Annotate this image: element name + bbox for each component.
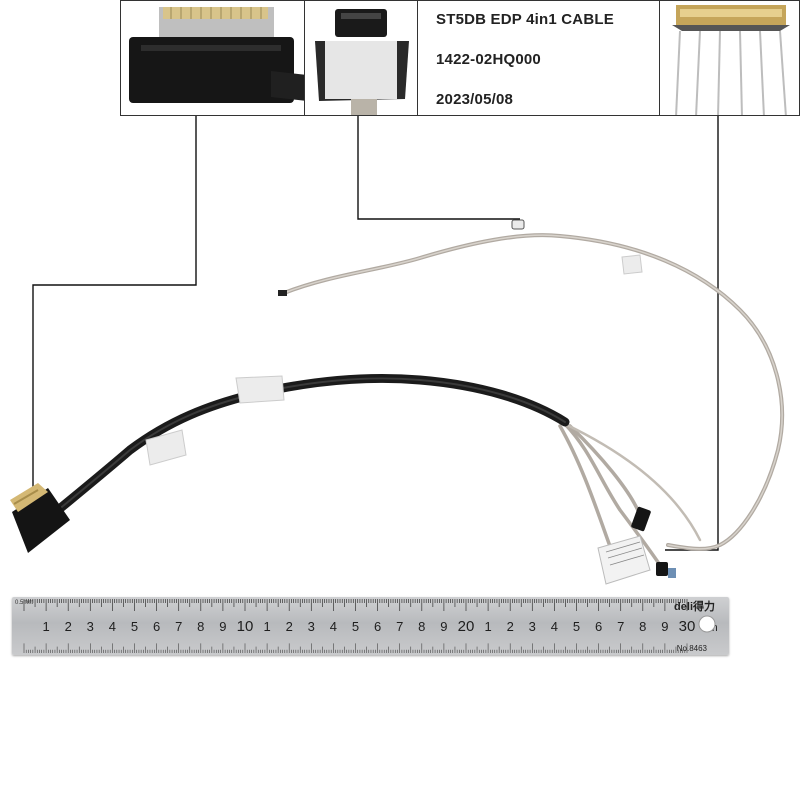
main-cable: [35, 373, 570, 530]
callout-lines: [32, 116, 719, 551]
ruler-model-number: No.8463: [676, 644, 707, 653]
ruler-number: 7: [396, 619, 403, 634]
ruler-number: 9: [661, 619, 668, 634]
product-info-panel: ST5DB EDP 4in1 CABLE 1422-02HQ000 2023/0…: [418, 0, 660, 116]
ruler-number: 4: [330, 619, 337, 634]
detail-photo-board-connector: [659, 0, 800, 116]
tape-label: [145, 429, 187, 466]
ruler-number: 2: [507, 619, 514, 634]
ruler-number: 1: [42, 619, 49, 634]
small-connector: [668, 568, 676, 578]
ruler-scale: 123456789101234567892012345678930cm: [23, 599, 718, 653]
camera-connector-illustration: [315, 9, 409, 115]
lcd-end-connector: [10, 483, 70, 553]
ruler-number: 8: [418, 619, 425, 634]
ruler-number: 2: [65, 619, 72, 634]
ruler-hang-hole: [698, 615, 716, 633]
ruler-number: 1: [263, 619, 270, 634]
ruler-number: 5: [352, 619, 359, 634]
lcd-connector-illustration: [129, 7, 305, 103]
ruler-number: 5: [573, 619, 580, 634]
ruler-number: 9: [440, 619, 447, 634]
ruler-brand-logo: deli得力: [674, 601, 715, 613]
ruler-number: 5: [131, 619, 138, 634]
ruler-number: 6: [595, 619, 602, 634]
small-connector: [656, 562, 668, 576]
detail-photo-camera-connector: [304, 0, 418, 116]
ruler-number: 3: [308, 619, 315, 634]
camera-connector: [511, 219, 525, 230]
ruler-number: 8: [639, 619, 646, 634]
ruler-number: 3: [87, 619, 94, 634]
ruler-number: 7: [175, 619, 182, 634]
ruler-number: 3: [529, 619, 536, 634]
detail-photo-lcd-connector: [120, 0, 306, 116]
tape-label: [621, 254, 643, 275]
part-number: 1422-02HQ000: [436, 51, 541, 68]
ruler-number: 9: [219, 619, 226, 634]
product-title: ST5DB EDP 4in1 CABLE: [436, 11, 614, 28]
ruler-number: 6: [374, 619, 381, 634]
small-connector: [631, 506, 651, 532]
ruler-number: 1: [484, 619, 491, 634]
ruler-number: 10: [237, 618, 254, 635]
board-connector-illustration: [672, 5, 790, 115]
ruler-number: 7: [617, 619, 624, 634]
tape-label: [235, 375, 285, 404]
cable-end: [278, 290, 287, 296]
ruler-number: 6: [153, 619, 160, 634]
product-date: 2023/05/08: [436, 91, 514, 108]
ruler-number: 8: [197, 619, 204, 634]
measuring-ruler: 0.5mm 123456789101234567892012345678930c…: [12, 597, 729, 655]
ruler-number: 30: [679, 618, 696, 635]
ruler-number: 2: [286, 619, 293, 634]
ruler-number: 20: [458, 618, 475, 635]
ruler-number: 4: [109, 619, 116, 634]
ruler-number: 4: [551, 619, 558, 634]
barcode-label: [597, 535, 651, 585]
